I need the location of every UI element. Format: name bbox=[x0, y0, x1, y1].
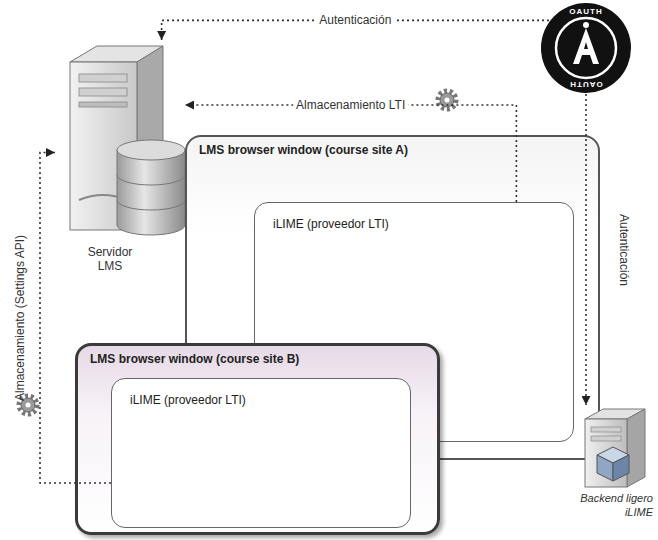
node-label: Servidor LMS bbox=[75, 245, 145, 273]
edge-label: Almacenamiento (Settings API) bbox=[13, 232, 28, 404]
backend-server: Backend ligero iLIME bbox=[545, 405, 655, 535]
provider-box: iLIME (proveedor LTI) bbox=[111, 378, 411, 528]
edge-label: Autenticación bbox=[616, 210, 631, 288]
backend-server-icon bbox=[545, 405, 655, 489]
logo-text: OAUTH bbox=[540, 79, 632, 89]
dotted-connector bbox=[585, 94, 587, 405]
gear-icon bbox=[19, 396, 37, 414]
node-label: LMS browser window (course site B) bbox=[78, 346, 299, 366]
dotted-connector bbox=[40, 153, 111, 484]
server-node-icon bbox=[55, 40, 185, 240]
server-node: Servidor LMS bbox=[55, 40, 185, 290]
edge-label: Almacenamiento LTI bbox=[293, 98, 408, 113]
oauth-logo: OAUTH OAUTH bbox=[540, 2, 632, 94]
node-label: LMS browser window (course site A) bbox=[187, 137, 408, 157]
node-label: iLIME (proveedor LTI) bbox=[112, 379, 246, 407]
browser-window: LMS browser window (course site B) iLIME … bbox=[75, 343, 440, 535]
gear-icon bbox=[438, 91, 456, 109]
dotted-connector bbox=[162, 20, 549, 40]
node-label: iLIME (proveedor LTI) bbox=[255, 203, 389, 231]
logo-text: OAUTH bbox=[540, 7, 632, 17]
node-label: Backend ligero iLIME bbox=[557, 491, 653, 519]
edge-label: Autenticación bbox=[316, 13, 394, 28]
dotted-connector bbox=[185, 105, 516, 202]
